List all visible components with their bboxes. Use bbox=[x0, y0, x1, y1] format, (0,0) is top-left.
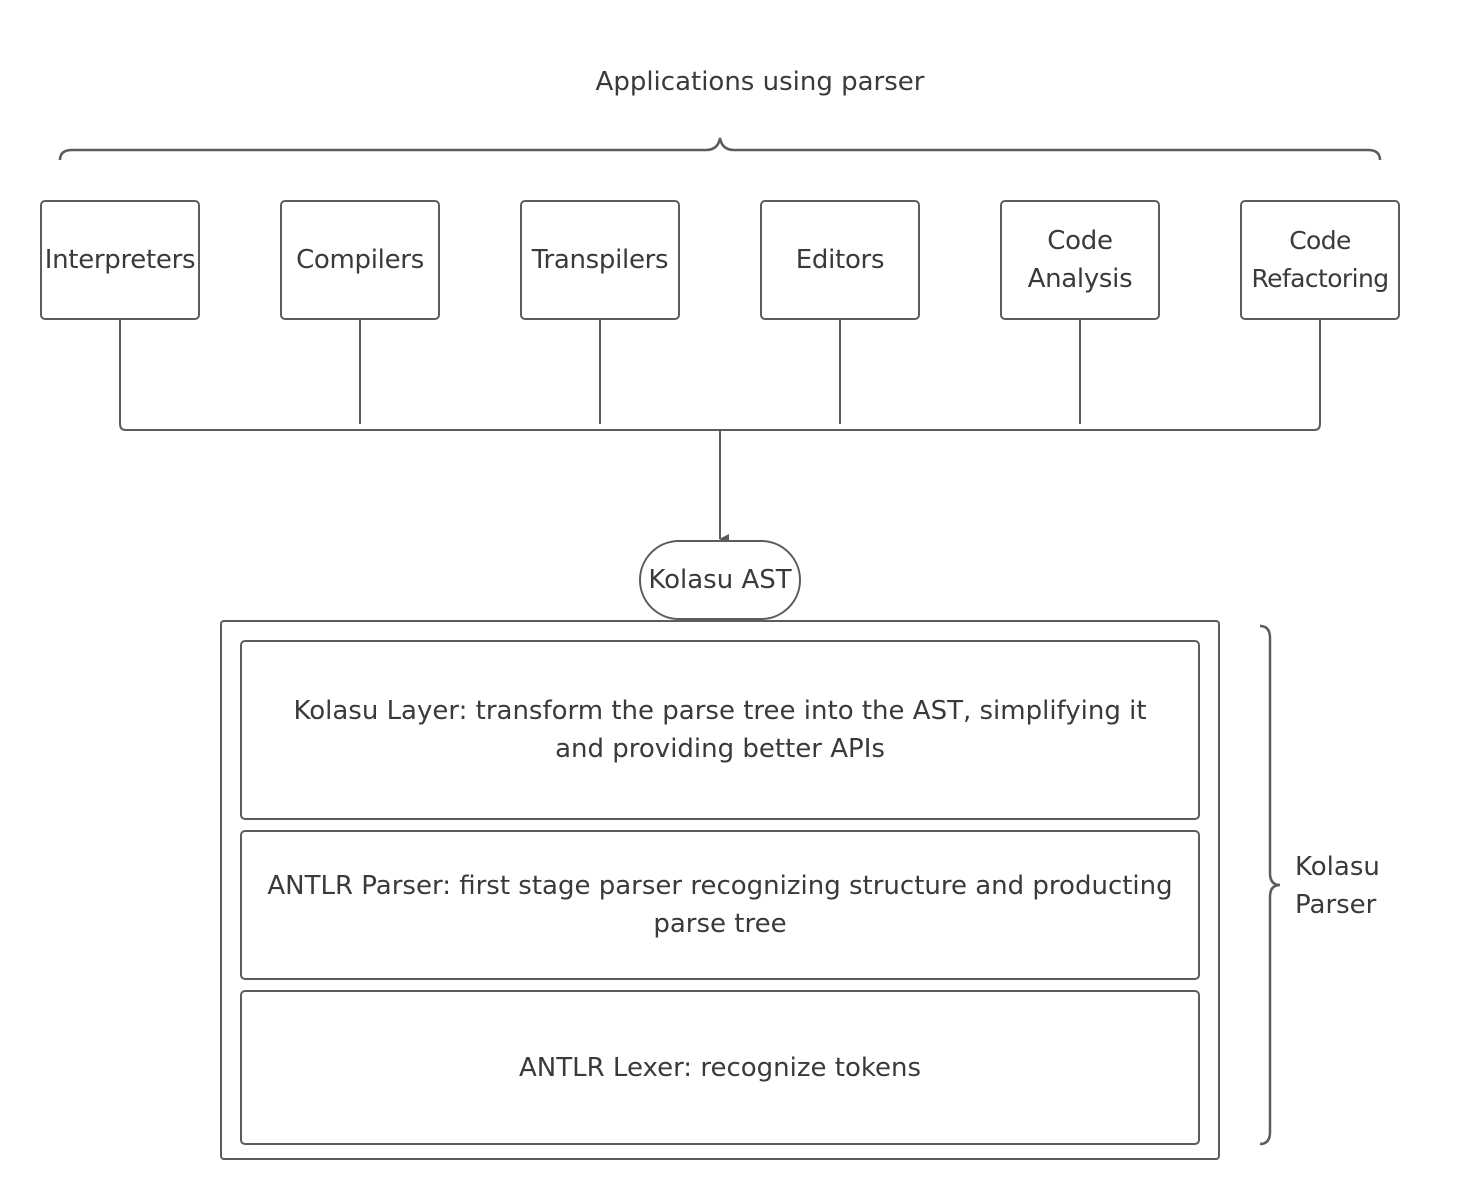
app-box-interpreters[interactable]: Interpreters bbox=[40, 200, 200, 320]
applications-title: Applications using parser bbox=[595, 67, 925, 97]
app-box-editors[interactable]: Editors bbox=[760, 200, 920, 320]
connector-bus bbox=[119, 423, 1321, 431]
applications-brace bbox=[58, 137, 1382, 161]
app-box-code-analysis[interactable]: Code Analysis bbox=[1000, 200, 1160, 320]
layer-kolasu[interactable]: Kolasu Layer: transform the parse tree i… bbox=[240, 640, 1200, 820]
app-box-code-refactoring[interactable]: Code Refactoring bbox=[1240, 200, 1400, 320]
app-box-compilers[interactable]: Compilers bbox=[280, 200, 440, 320]
kolasu-ast-node[interactable]: Kolasu AST bbox=[639, 540, 801, 620]
layer-antlr-parser[interactable]: ANTLR Parser: first stage parser recogni… bbox=[240, 830, 1200, 980]
kolasu-parser-brace bbox=[1259, 624, 1281, 1146]
layer-antlr-lexer[interactable]: ANTLR Lexer: recognize tokens bbox=[240, 990, 1200, 1145]
app-box-transpilers[interactable]: Transpilers bbox=[520, 200, 680, 320]
kolasu-parser-label: Kolasu Parser bbox=[1295, 852, 1380, 920]
